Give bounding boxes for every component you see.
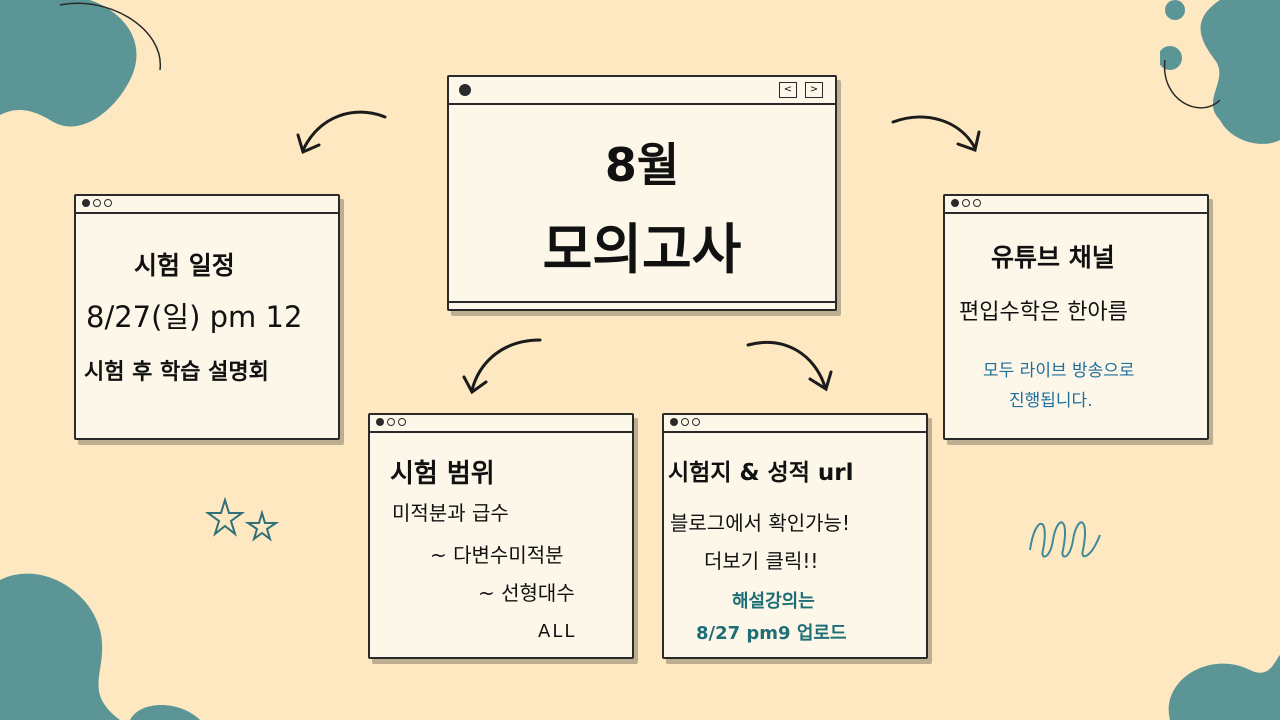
range-item-3: ~ 선형대수	[478, 581, 575, 605]
arrow-to-schedule	[296, 110, 387, 155]
youtube-note-2: 진행됩니다.	[1009, 391, 1093, 411]
window-titlebar	[76, 196, 338, 214]
main-title-line2: 모의고사	[542, 218, 742, 281]
youtube-note-1: 모두 라이브 방송으로	[983, 361, 1135, 381]
blob-top-left	[0, 0, 161, 127]
youtube-window: 유튜브 채널 편입수학은 한아름 모두 라이브 방송으로 진행됩니다.	[943, 194, 1209, 440]
window-dot	[459, 84, 471, 96]
arrow-to-paper	[746, 340, 833, 392]
window-bottom-bar	[449, 301, 835, 303]
blob-bottom-right	[1168, 655, 1280, 720]
chevron-left-icon: <	[779, 82, 797, 98]
paper-line-4: 8/27 pm9 업로드	[696, 623, 847, 644]
window-titlebar	[945, 196, 1207, 214]
main-title-window: < > 8월 모의고사	[447, 75, 837, 311]
schedule-window: 시험 일정 8/27(일) pm 12 시험 후 학습 설명회	[74, 194, 340, 440]
arrow-to-youtube	[891, 115, 981, 152]
window-titlebar	[370, 415, 632, 433]
range-window: 시험 범위 미적분과 급수 ~ 다변수미적분 ~ 선형대수 ALL	[368, 413, 634, 659]
range-item-2: ~ 다변수미적분	[430, 543, 564, 567]
window-titlebar	[664, 415, 926, 433]
paper-line-3: 해설강의는	[732, 591, 815, 612]
blob-bottom-left	[0, 573, 120, 720]
youtube-channel-name: 편입수학은 한아름	[959, 300, 1128, 325]
main-title-line1: 8월	[604, 138, 680, 192]
paper-line-1: 블로그에서 확인가능!	[670, 511, 850, 535]
range-title: 시험 범위	[390, 459, 495, 489]
range-item-4: ALL	[538, 621, 577, 642]
schedule-note: 시험 후 학습 설명회	[84, 360, 269, 385]
range-item-1: 미적분과 급수	[392, 501, 509, 525]
window-titlebar: < >	[449, 77, 835, 105]
chevron-right-icon: >	[805, 82, 823, 98]
arrow-to-range	[462, 338, 542, 395]
paper-title: 시험지 & 성적 url	[668, 460, 854, 486]
schedule-date: 8/27(일) pm 12	[86, 300, 303, 334]
paper-line-2: 더보기 클릭!!	[704, 549, 819, 573]
blob-top-right	[1160, 0, 1280, 144]
schedule-title: 시험 일정	[134, 251, 235, 280]
blob-bottom-center	[130, 705, 200, 720]
paper-window: 시험지 & 성적 url 블로그에서 확인가능! 더보기 클릭!! 해설강의는 …	[662, 413, 928, 659]
squiggle-doodle	[1029, 521, 1101, 558]
youtube-title: 유튜브 채널	[991, 243, 1115, 272]
star-doodles	[204, 496, 280, 542]
